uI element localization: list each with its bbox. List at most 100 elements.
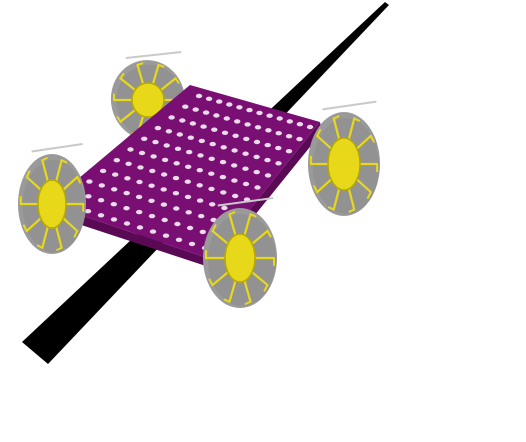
plate-hole [187,135,194,140]
plate-hole [160,172,168,177]
plate-hole [111,187,118,192]
plate-hole [242,181,250,187]
wheel-spoke [160,77,177,91]
roller-edge [249,213,257,218]
plate-hole [236,105,243,110]
chassis-plate [48,85,322,268]
plate-hole [242,151,249,156]
wheel-spoke [211,271,229,287]
plate-top [48,85,320,259]
plate-hole [285,149,293,154]
plate-hole [265,128,272,133]
plate-hole [264,157,271,163]
plate-hole [231,148,238,153]
plate-hole [160,202,168,207]
axle-line [322,100,377,111]
plate-hole [198,138,205,144]
plate-hole [253,169,260,175]
wheel-spoke [25,217,42,233]
plate-hole [209,141,216,147]
plate-hole [221,130,229,135]
plate-hole [138,150,146,156]
plate-hole [173,206,180,211]
roller-edge [348,208,356,213]
plate-hole [242,166,249,171]
plate-hole [185,164,192,169]
wheel-spoke [348,117,356,140]
plate-hole [256,110,263,116]
plate-hole [99,168,107,174]
plate-hole [296,136,303,142]
wheel-spoke [136,63,144,85]
plate-hole [98,183,106,188]
plate-hole [174,221,181,227]
plate-hole [275,145,282,151]
plate-hole [184,179,191,184]
wheel-right [308,100,380,216]
plate-hole [253,154,260,160]
plate-hole [175,237,183,242]
wheel-hub [37,179,67,229]
plate-hole [196,183,203,188]
plate-hole [174,146,182,151]
plate-hole [136,179,143,185]
plate-hole [202,110,210,115]
plate-hole [85,194,92,199]
wheel-spoke [251,271,269,287]
plate-hole [172,191,180,196]
plate-hole [185,210,192,215]
wheel-spoke [228,213,237,236]
wheel-spoke [228,280,237,303]
plate-hole [197,153,204,158]
plate-hole [306,124,314,130]
wheel-hub [131,82,165,118]
wheel-hub [327,137,361,191]
plate-hole [231,178,238,183]
plate-hole [221,205,228,211]
plate-hole [161,217,168,223]
plate-hole [205,96,213,102]
plate-hole [223,116,230,121]
plate-hole [136,209,143,215]
wheel-spoke [356,134,372,150]
plate-hole [264,142,271,148]
plate-hole [97,213,105,218]
roller-edge [313,185,319,194]
roller-edge [60,159,68,164]
plate-hole [149,168,156,174]
plate-hole [172,175,180,181]
plate-hole [253,139,261,145]
plate-hole [211,127,218,132]
wheel-spoke [332,117,340,140]
plate-hole [173,161,180,166]
wheel-spoke [316,178,332,194]
plate-hole [123,190,130,196]
wheel-spoke [25,175,42,191]
wheel-spoke [348,188,356,211]
roller-edge [366,191,372,199]
plate-hole [208,171,215,176]
wheel-spoke [251,229,269,245]
plate-hole [254,125,262,130]
roller-edge [244,300,252,305]
plate-hole [216,99,223,104]
plate-hole [198,213,205,219]
wheel-left [18,143,86,254]
plate-hole [127,147,134,152]
plate-hole [195,93,203,99]
roller-edge [41,157,48,162]
plate-hole [220,190,227,195]
plate-hole [176,132,183,137]
plate-hole [234,119,241,124]
wheel-spoke [62,175,79,191]
roller-edge [223,298,231,303]
plate-hole [148,183,155,188]
plate-hole [208,156,215,161]
plate-hole [154,125,162,131]
plate-hole [246,107,253,113]
plate-hole [196,168,203,173]
plate-side [48,122,322,268]
roller-edge [174,77,180,84]
roller-edge [25,170,31,178]
